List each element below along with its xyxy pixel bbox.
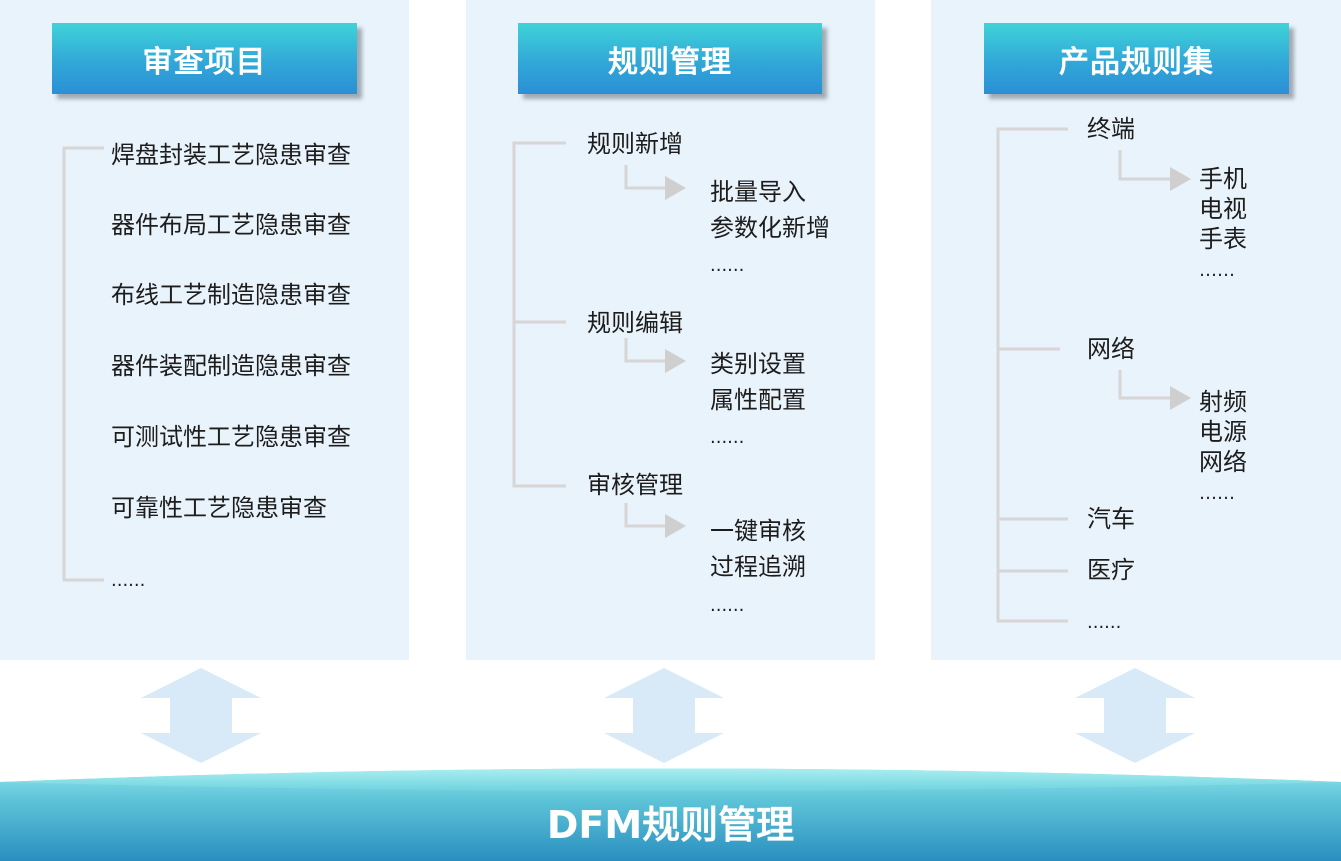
rule-group-child: 类别设置 [710,350,806,378]
double-arrow-right [1075,668,1195,763]
product-group-child: 电视 [1199,195,1247,223]
review-item: 可测试性工艺隐患审查 [111,423,351,451]
rule-group-child: 批量导入 [710,178,806,206]
product-group-label: 汽车 [1087,505,1135,533]
product-rule-set-header: 产品规则集 [984,23,1289,94]
rules-arrow-3 [624,503,686,538]
product-group-label: 医疗 [1087,556,1135,584]
rule-group-child: 过程追溯 [710,553,806,581]
rule-group-label: 规则编辑 [587,309,683,337]
double-arrow-middle [604,668,724,763]
rule-group-more: ...... [710,595,745,616]
double-arrow-left [141,668,261,763]
base-disc-top [0,768,1341,791]
rule-group-child: 属性配置 [710,386,806,414]
product-group-child: 网络 [1199,448,1247,476]
products-arrow-1 [1118,150,1191,191]
rules-arrow-2 [624,338,686,373]
rule-management-header: 规则管理 [518,23,822,94]
product-group-child: 手机 [1199,165,1247,193]
review-item: 可靠性工艺隐患审查 [111,494,327,522]
product-group-child: 射频 [1199,388,1247,416]
product-group-more: …… [1199,260,1235,281]
rule-group-label: 规则新增 [587,130,683,158]
review-items-panel [0,0,409,660]
double-arrows [141,668,1195,763]
rule-group-child: 参数化新增 [710,214,830,242]
product-group-label: 网络 [1087,335,1135,363]
rule-group-label: 审核管理 [587,471,683,499]
products-arrow-2 [1118,370,1191,410]
review-more: ...... [111,570,146,591]
products-bracket-line [996,127,1068,623]
dfm-rule-management-title: DFM规则管理 [546,803,795,847]
review-item: 焊盘封装工艺隐患审查 [111,141,351,169]
rule-group-child: 一键审核 [710,517,806,545]
rules-arrow-1 [624,165,686,200]
product-more: ...... [1087,612,1122,633]
product-group-more: …… [1199,483,1235,504]
rules-bracket-line [512,141,566,488]
review-items-header: 审查项目 [52,23,357,94]
review-item: 器件装配制造隐患审查 [111,352,351,380]
product-group-child: 手表 [1199,225,1247,253]
rule-group-more: ...... [710,255,745,276]
product-group-label: 终端 [1087,115,1135,143]
rule-group-more: ...... [710,427,745,448]
review-item: 布线工艺制造隐患审查 [111,281,351,309]
base-disc [0,768,1341,861]
review-bracket-line [62,146,104,582]
product-group-child: 电源 [1199,418,1247,446]
review-item: 器件布局工艺隐患审查 [111,211,351,239]
rule-management-panel [466,0,875,660]
